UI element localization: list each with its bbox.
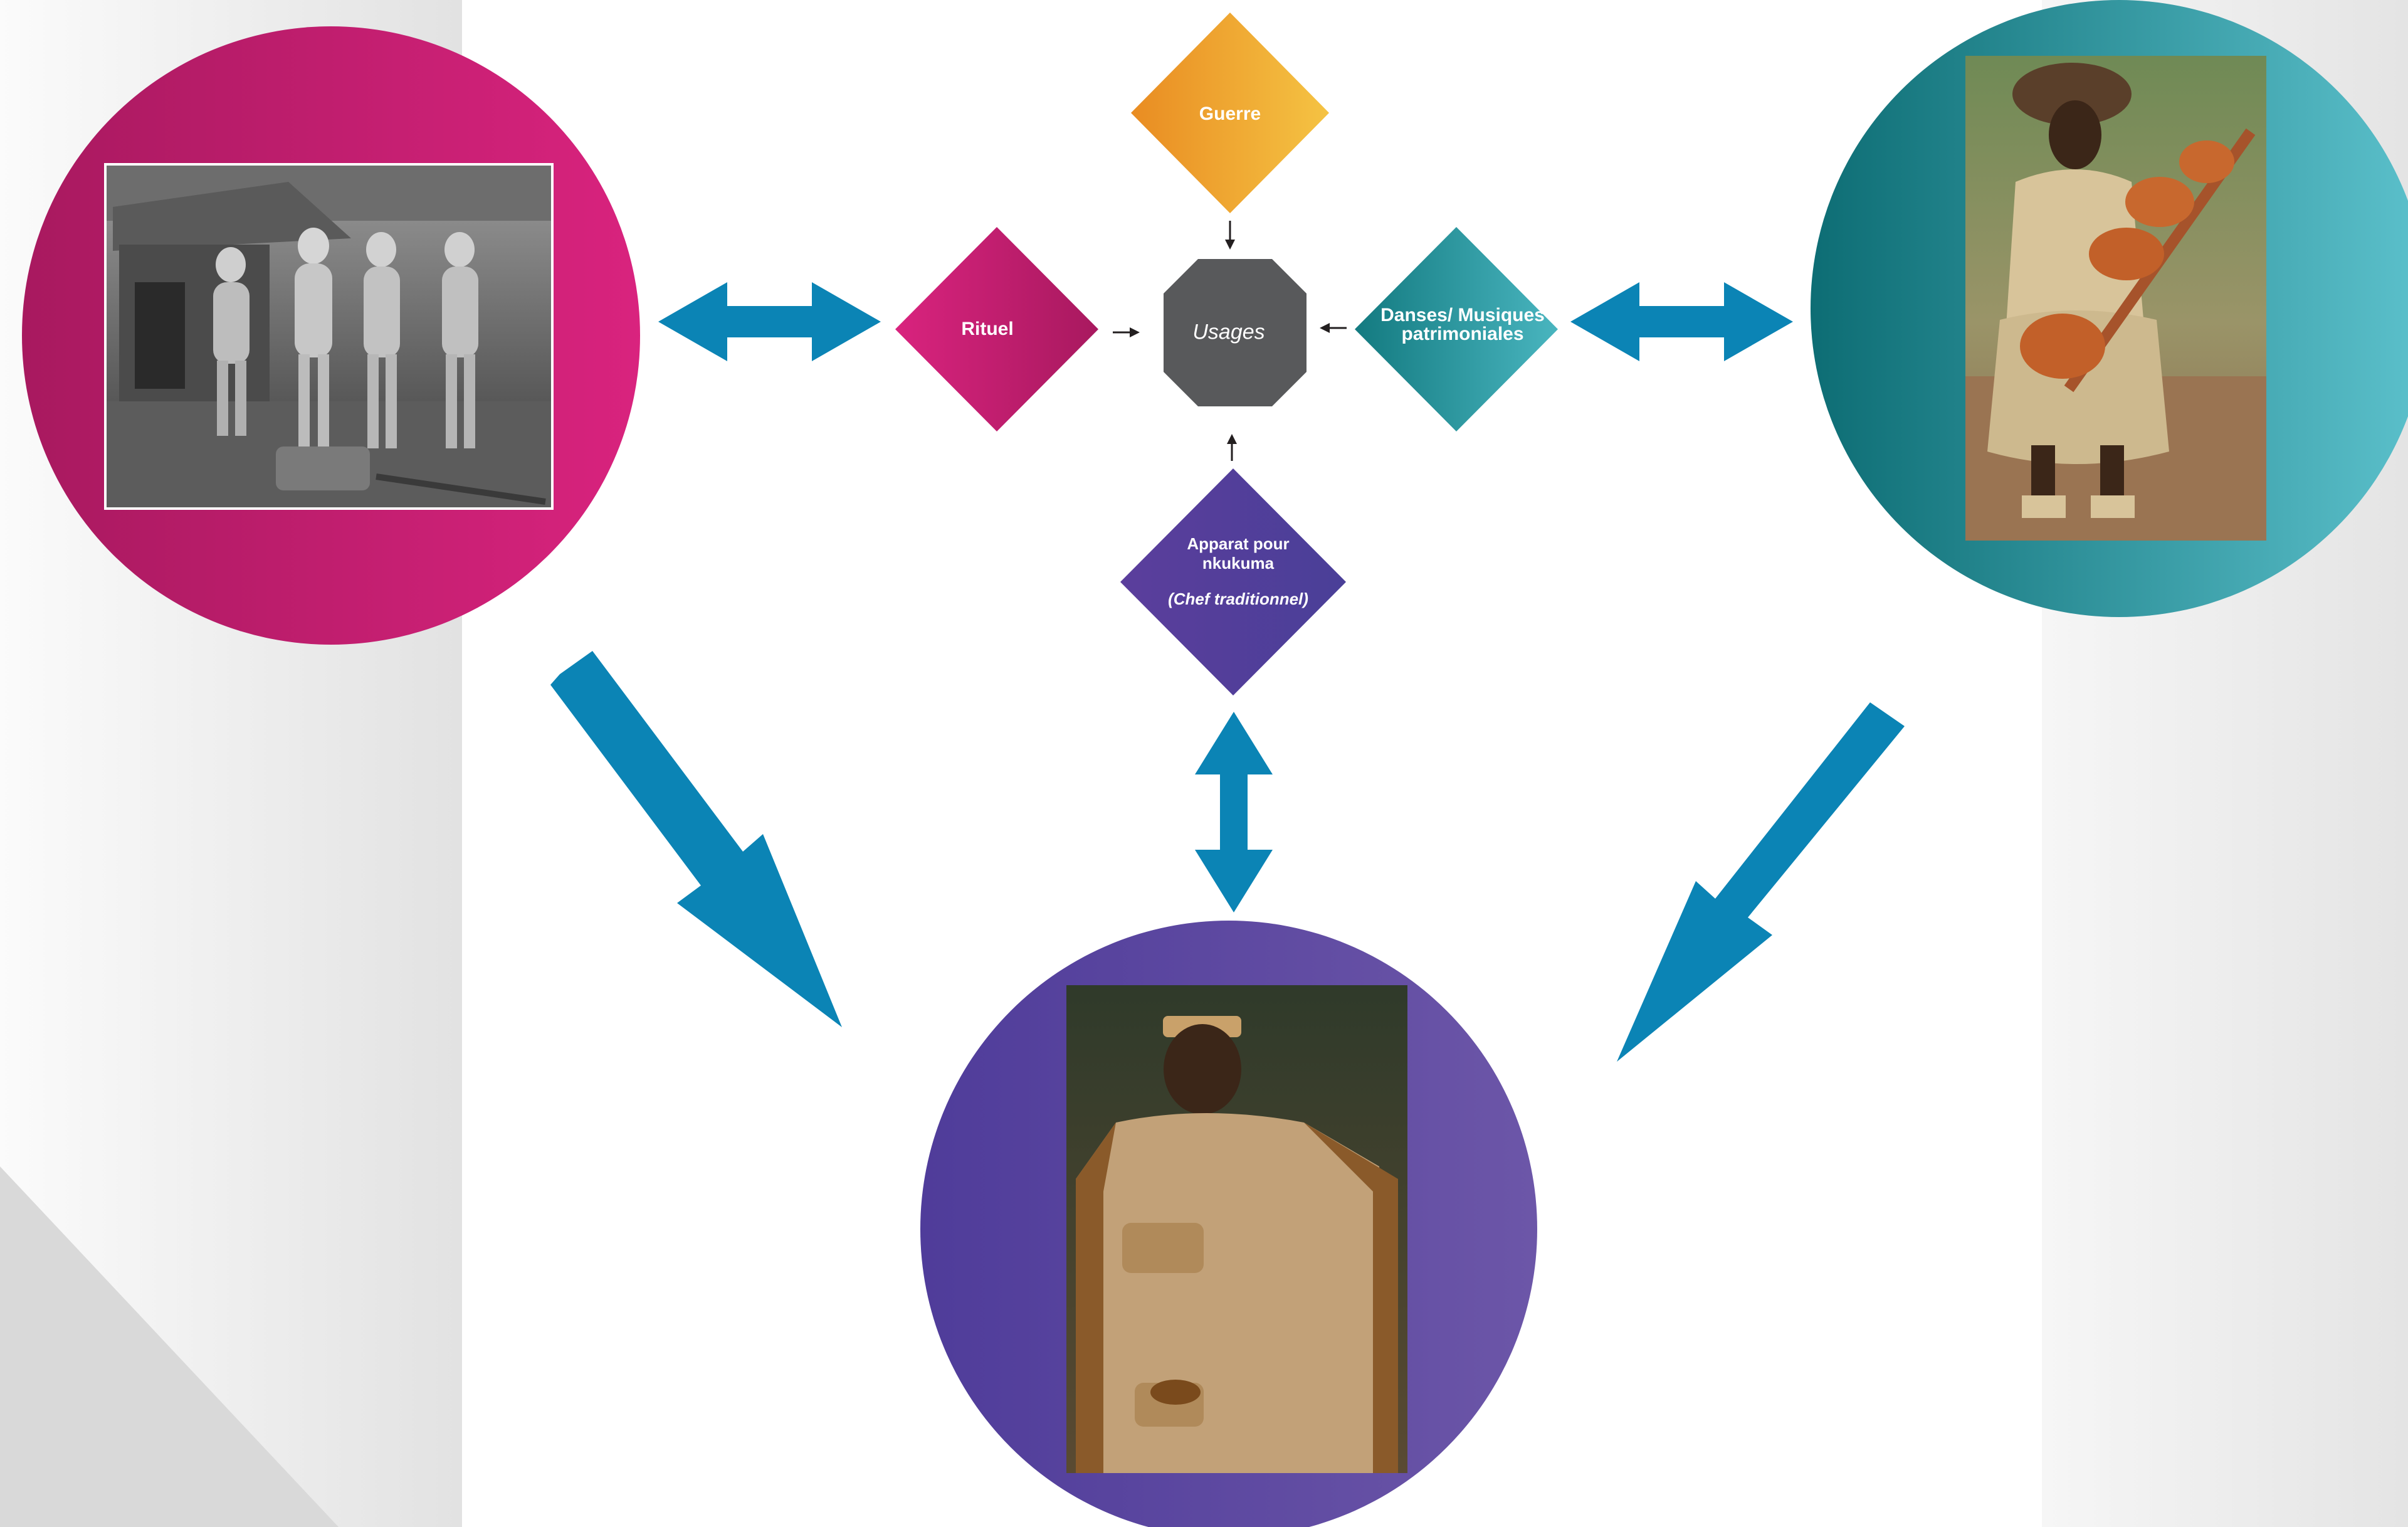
diamond-danses bbox=[1355, 227, 1558, 431]
diamond-guerre bbox=[1131, 13, 1329, 213]
double-arrow-right bbox=[1570, 282, 1793, 361]
label-rituel: Rituel bbox=[961, 319, 1014, 339]
diamond-rituel bbox=[895, 227, 1098, 431]
label-apparat: Apparat pour nkukuma (Chef traditionnel) bbox=[1168, 534, 1308, 610]
label-apparat-line1: Apparat pour bbox=[1187, 534, 1290, 553]
label-danses-line2: patrimoniales bbox=[1401, 324, 1524, 344]
label-danses-line1: Danses/ Musiques bbox=[1380, 305, 1545, 325]
photo-left-frame bbox=[104, 163, 554, 510]
label-danses: Danses/ Musiques patrimoniales bbox=[1380, 306, 1545, 344]
label-apparat-sub: (Chef traditionnel) bbox=[1168, 589, 1308, 609]
label-usages: Usages bbox=[1192, 320, 1265, 344]
background-corner-fold bbox=[0, 1166, 339, 1527]
photo-bottom-chief bbox=[1066, 985, 1407, 1473]
photo-right-dancer bbox=[1965, 56, 2266, 541]
double-arrow-vertical bbox=[1195, 712, 1273, 912]
diagonal-arrow-right bbox=[1617, 702, 1905, 1062]
diamond-apparat bbox=[1120, 468, 1346, 695]
double-arrow-left bbox=[658, 282, 881, 361]
octagon-usages bbox=[1164, 259, 1307, 406]
label-guerre: Guerre bbox=[1199, 103, 1261, 124]
connector-arrows bbox=[1113, 221, 1347, 461]
diagonal-arrow-left bbox=[550, 651, 842, 1027]
label-apparat-line2: nkukuma bbox=[1202, 554, 1275, 573]
photo-left-ritual bbox=[105, 164, 552, 509]
